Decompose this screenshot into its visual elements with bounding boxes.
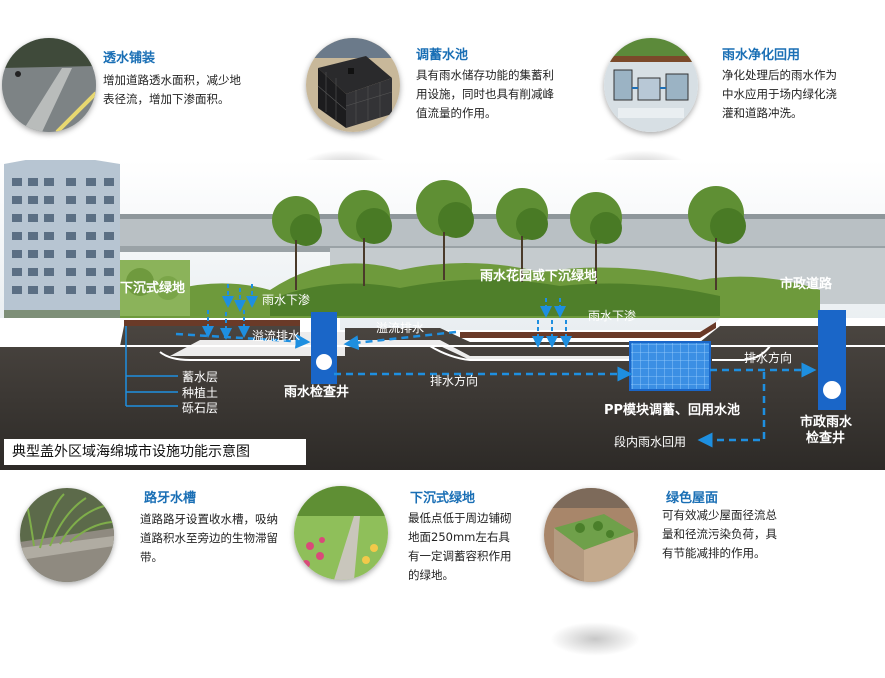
label-rain-infiltration: 雨水下渗: [588, 308, 636, 323]
label-reuse: 段内雨水回用: [614, 434, 686, 449]
label-rain-garden: 雨水花园或下沉绿地: [480, 268, 597, 284]
label-drain-direction: 排水方向: [744, 350, 792, 365]
layer-label: 蓄水层: [182, 370, 218, 384]
feature-description: 净化处理后的雨水作为中水应用于场内绿化浇灌和道路冲洗。: [722, 68, 837, 120]
label-overflow: 溢流排水: [252, 329, 300, 343]
feature-description: 最低点低于周边铺砌地面250mm左右具有一定调蓄容积作用的绿地。: [408, 511, 512, 582]
feature-title: 下沉式绿地: [410, 491, 476, 506]
layer-label: 砾石层: [182, 401, 218, 415]
diagram-caption: 典型盖外区域海绵城市设施功能示意图: [4, 439, 306, 465]
storage-tank-photo: [306, 38, 400, 132]
feature-description: 可有效减少屋面径流总量和径流污染负荷，具有节能减排的作用。: [662, 508, 777, 560]
feature-description: 具有雨水储存功能的集蓄利用设施，同时也具有削减峰值流量的作用。: [416, 68, 554, 120]
feature-title: 雨水净化回用: [722, 48, 801, 63]
label-municipal-well-line2: 检查井: [806, 430, 845, 446]
decorative-shadow: [550, 622, 640, 656]
label-pp-module: PP模块调蓄、回用水池: [604, 402, 740, 418]
layer-label: 种植土: [182, 385, 218, 400]
green-roof-photo: [544, 488, 638, 582]
building-illustration: [4, 160, 120, 344]
pp-module-tank: [629, 341, 711, 391]
vegetation-band: [120, 180, 820, 318]
curb-channel-photo: [20, 488, 114, 582]
feature-title: 路牙水槽: [144, 491, 197, 506]
feature-description: 增加道路透水面积，减少地表径流，增加下渗面积。: [103, 73, 241, 106]
feature-title: 绿色屋面: [666, 491, 719, 506]
cross-section-diagram: 下沉式绿地 雨水花园或下沉绿地 市政道路 雨水检查井 PP模块调蓄、回用水池 市…: [0, 160, 885, 470]
label-inspection-well: 雨水检查井: [284, 384, 349, 400]
feature-description: 道路路牙设置收水槽，吸纳道路积水至旁边的生物滞留带。: [140, 512, 278, 564]
feature-title: 调蓄水池: [416, 48, 469, 63]
municipal-inspection-well: [818, 310, 846, 410]
label-municipal-well-line1: 市政雨水: [800, 414, 853, 430]
permeable-pavement-photo: [2, 38, 96, 132]
label-drain-direction: 排水方向: [430, 373, 478, 388]
label-municipal-road: 市政道路: [780, 276, 833, 292]
label-rain-infiltration: 雨水下渗: [262, 292, 310, 307]
label-overflow: 溢流排水: [376, 321, 424, 335]
inspection-well: [311, 312, 337, 384]
purification-diagram-photo: [604, 38, 698, 132]
label-sunken-green: 下沉式绿地: [120, 280, 185, 296]
feature-title: 透水铺装: [103, 51, 156, 66]
sunken-green-photo: [294, 486, 388, 580]
